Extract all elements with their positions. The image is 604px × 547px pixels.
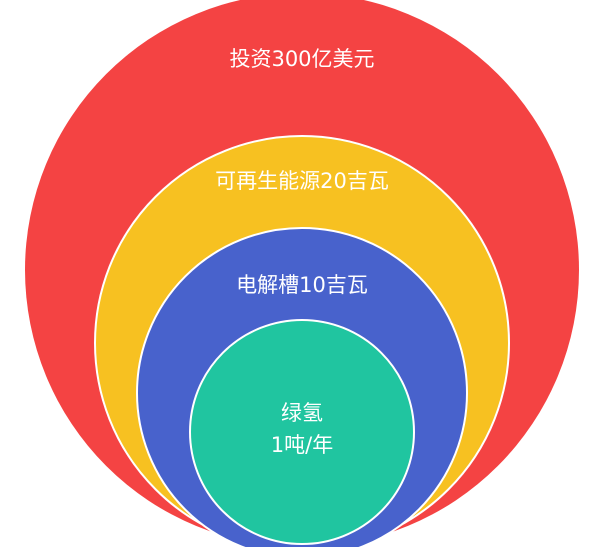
green-hydrogen-label: 绿氢 xyxy=(281,401,323,425)
electrolyzer-label: 电解槽10吉瓦 xyxy=(236,273,368,297)
investment-label: 投资300亿美元 xyxy=(229,47,374,71)
green-hydrogen-amount-label: 1吨/年 xyxy=(271,433,333,457)
renewable-energy-label: 可再生能源20吉瓦 xyxy=(215,169,389,193)
green-hydrogen-circle xyxy=(189,319,415,545)
